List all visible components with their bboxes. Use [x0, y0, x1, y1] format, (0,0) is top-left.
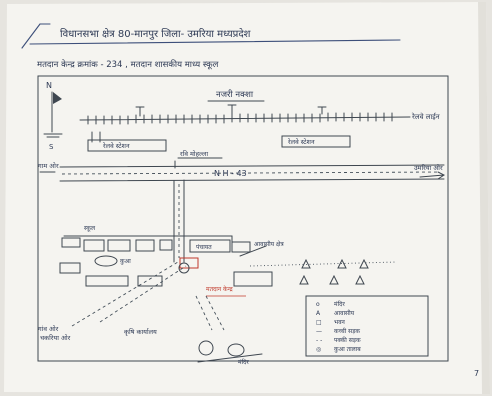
building-5 [159, 239, 173, 251]
arrow-line [239, 245, 267, 257]
side-road [173, 179, 185, 263]
residential-area [299, 258, 369, 285]
legend-symbol-4: - - [316, 337, 322, 344]
well-circle [94, 255, 118, 267]
temple-label: मंदिर [238, 358, 249, 366]
building-1 [61, 237, 81, 248]
title-scribble [21, 23, 51, 49]
diagonal-road-4 [205, 295, 225, 331]
page-number: 7 [474, 369, 479, 378]
panchayat-box [189, 239, 231, 253]
legend-label-4: पक्की सड़क [334, 336, 361, 344]
north-arrow: N S [43, 81, 63, 151]
building-3 [107, 239, 131, 252]
bottom-center-label: कृषि कार्यालय [124, 328, 157, 336]
svg-text:N: N [46, 81, 52, 90]
station-left-label: रेलवे स्टेशन [103, 142, 130, 150]
panchayat-label: पंचायत [196, 244, 212, 251]
legend-symbol-0: o [316, 301, 320, 308]
title-underline [29, 39, 401, 45]
building-7 [85, 275, 129, 287]
paper-edge-shadow [478, 2, 490, 394]
building-6 [59, 262, 81, 274]
residential-label: आवासीय क्षेत्र [254, 240, 284, 248]
building-right-2 [231, 241, 251, 253]
school-label: स्कूल [84, 225, 96, 232]
station-left-box [87, 139, 167, 152]
legend-symbol-5: ◎ [316, 346, 321, 353]
building-2 [83, 239, 105, 252]
legend-label-3: कच्ची सड़क [334, 327, 360, 335]
map-title: नजरी नक्शा [216, 89, 254, 100]
building-8 [137, 275, 163, 287]
legend-symbol-3: — [316, 328, 322, 335]
left-road-label: गाम ओर [38, 162, 59, 170]
center-circle [178, 262, 190, 274]
bottom-left-road-label: गांव ओर [38, 325, 59, 333]
chowk-label: रवि मोहल्ला [180, 150, 208, 158]
building-4 [135, 239, 155, 252]
right-road-arrow [419, 171, 445, 180]
bottom-left-road-label-2: चकरिया ओर [40, 334, 71, 342]
legend-label-1: आवासीय [334, 309, 355, 317]
building-right [233, 271, 273, 287]
right-road-label: उमरिया ओर [414, 164, 443, 172]
well-label: कुआ [120, 258, 132, 265]
diagonal-road-1 [71, 261, 179, 327]
diagonal-road-2 [99, 265, 187, 323]
doc-title: विधानसभा क्षेत्र 80-मानपुर जिला- उमरिया … [60, 28, 251, 40]
temple-mark [197, 340, 263, 363]
legend-label-5: कुआ तालाब [334, 346, 361, 353]
railway-line [79, 104, 411, 125]
legend-label-2: भवन [334, 319, 346, 326]
legend-box: o मंदिर A आवासीय □ भवन — कच्ची सड़क - - … [305, 295, 429, 357]
red-note: मतदान केन्द्र [206, 285, 233, 293]
legend-symbol-2: □ [316, 319, 322, 326]
highway-road [59, 164, 445, 182]
diagonal-road-3 [195, 295, 213, 331]
railway-label: रेलवे लाईन [412, 112, 440, 121]
doc-subtitle: मतदान केन्द्र क्रमांक - 234 , मतदान शासक… [37, 59, 219, 70]
map-frame [37, 75, 449, 362]
station-left-posts [91, 131, 101, 143]
highway-label: N H - 43 [214, 169, 247, 178]
station-right-box [281, 135, 351, 148]
legend-label-0: मंदिर [334, 300, 345, 308]
legend-symbol-1: A [316, 310, 321, 317]
svg-text:S: S [49, 143, 54, 151]
station-right-label: रेलवे स्टेशन [288, 138, 315, 146]
